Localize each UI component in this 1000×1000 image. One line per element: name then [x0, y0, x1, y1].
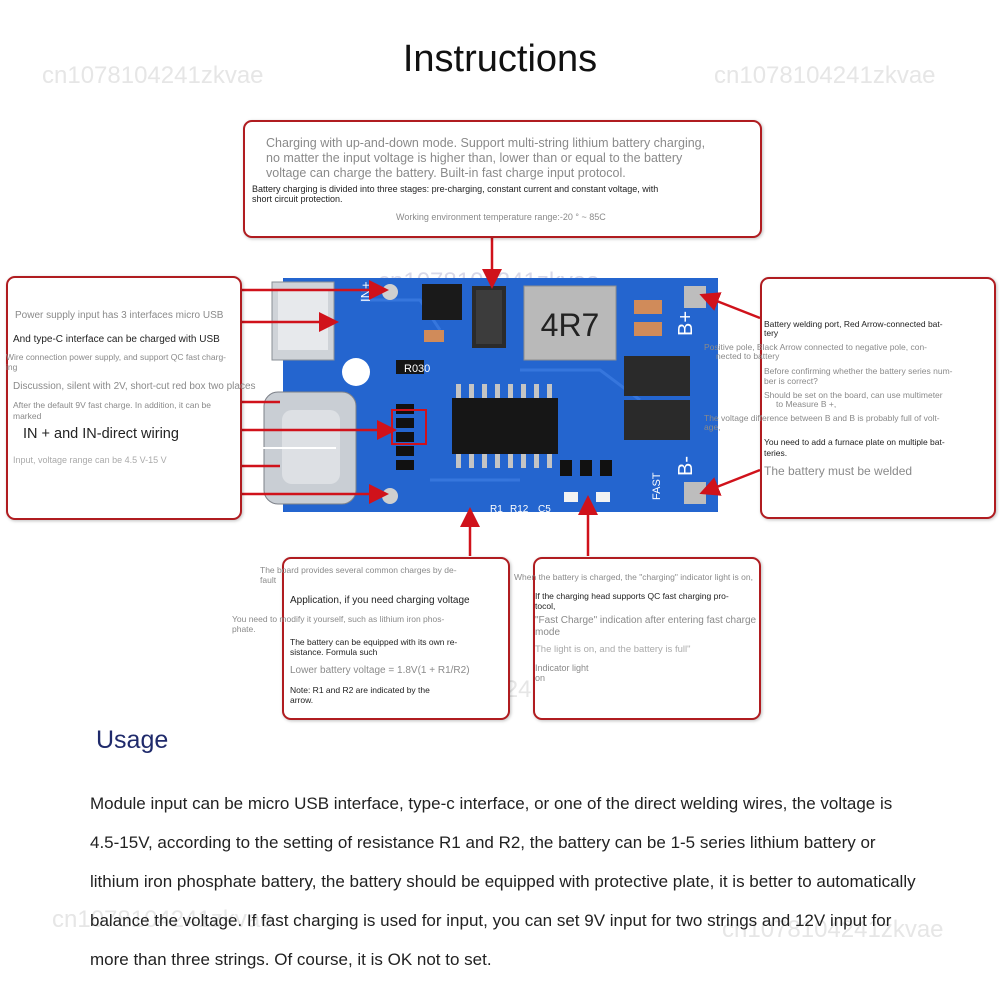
indicator-text: When the battery is charged, the "chargi…: [514, 572, 753, 582]
indicator-text: tocol,: [535, 601, 556, 611]
indicator-text: mode: [535, 627, 561, 638]
battery-text: to Measure B +,: [776, 399, 837, 409]
b-plus-label: B+: [675, 311, 697, 336]
in-plus-label: IN+: [358, 281, 373, 302]
feature-description-box: [243, 120, 762, 238]
usage-heading: Usage: [96, 726, 169, 754]
r030-label: R030: [404, 363, 430, 375]
battery-text: ber is correct?: [764, 376, 818, 386]
watermark: cn1078104241zkvae: [42, 62, 264, 89]
input-text: After the default 9V fast charge. In add…: [13, 400, 211, 410]
feature-text: Charging with up-and-down mode. Support …: [266, 136, 706, 150]
input-text: And type-C interface can be charged with…: [13, 334, 220, 345]
feature-text: Battery charging is divided into three s…: [252, 184, 659, 194]
voltage-text: The board provides several common charge…: [260, 565, 457, 575]
voltage-text: You need to modify it yourself, such as …: [232, 614, 445, 624]
feature-text: short circuit protection.: [252, 194, 343, 204]
input-text: marked: [13, 411, 42, 421]
battery-text: Should be set on the board, can use mult…: [764, 390, 943, 400]
voltage-text: Application, if you need charging voltag…: [290, 595, 470, 606]
charging-voltage-box: [282, 557, 510, 720]
r1-label: R1: [490, 504, 503, 515]
battery-text: The voltage difference between B and B i…: [704, 413, 940, 423]
battery-text: Battery welding port, Red Arrow-connecte…: [764, 319, 943, 329]
indicator-text: If the charging head supports QC fast ch…: [535, 591, 729, 601]
feature-text: voltage can charge the battery. Built-in…: [266, 166, 626, 180]
voltage-formula-text: Lower battery voltage = 1.8V(1 + R1/R2): [290, 665, 470, 676]
b-minus-label: B-: [675, 456, 697, 476]
battery-text: age,: [704, 422, 721, 432]
c5-label: C5: [538, 504, 551, 515]
input-text: Power supply input has 3 interfaces micr…: [15, 310, 224, 321]
input-description-box: [6, 276, 242, 520]
battery-description-box: [760, 277, 996, 519]
voltage-text: phate.: [232, 624, 256, 634]
watermark: cn1078104241zkvae: [722, 916, 944, 943]
battery-text: You need to add a furnace plate on multi…: [764, 437, 945, 447]
r12-label: R12: [510, 504, 529, 515]
voltage-range-text: Input, voltage range can be 4.5 V-15 V: [13, 455, 167, 465]
battery-text: Positive pole, Black Arrow connected to …: [704, 342, 928, 352]
page-title: Instructions: [402, 38, 598, 80]
indicator-text: Indicator light: [535, 663, 589, 673]
indicator-text: on: [535, 673, 546, 683]
temperature-range-text: Working environment temperature range:-2…: [396, 212, 606, 222]
battery-text: Before confirming whether the battery se…: [764, 366, 953, 376]
input-text: Wire connection power supply, and suppor…: [6, 352, 227, 362]
battery-text: The battery must be welded: [764, 464, 913, 478]
inductor-label: 4R7: [541, 307, 600, 343]
voltage-text: sistance. Formula such: [290, 647, 378, 657]
battery-text: nected to battery: [716, 351, 780, 361]
voltage-text: arrow.: [290, 695, 314, 705]
indicator-text: "Fast Charge" indication after entering …: [535, 615, 757, 626]
direct-wiring-text: IN + and IN-direct wiring: [23, 426, 179, 442]
input-text: Discussion, silent with 2V, short-cut re…: [13, 381, 256, 392]
watermark: cn1078104241zkvae: [52, 906, 274, 933]
battery-text: teries.: [764, 448, 788, 458]
feature-text: no matter the input voltage is higher th…: [266, 151, 683, 165]
fast-label: FAST: [651, 472, 663, 500]
indicator-light-box: [533, 557, 761, 720]
usage-paragraph: Module input can be micro USB interface,…: [90, 794, 916, 969]
voltage-text: The battery can be equipped with its own…: [290, 637, 458, 647]
input-text: ing: [6, 362, 18, 372]
watermark: cn1078104241zkvae: [714, 62, 936, 89]
battery-text: tery: [764, 328, 779, 338]
voltage-text: Note: R1 and R2 are indicated by the: [290, 685, 430, 695]
indicator-text: The light is on, and the battery is full…: [535, 644, 691, 655]
voltage-text: fault: [260, 575, 277, 585]
